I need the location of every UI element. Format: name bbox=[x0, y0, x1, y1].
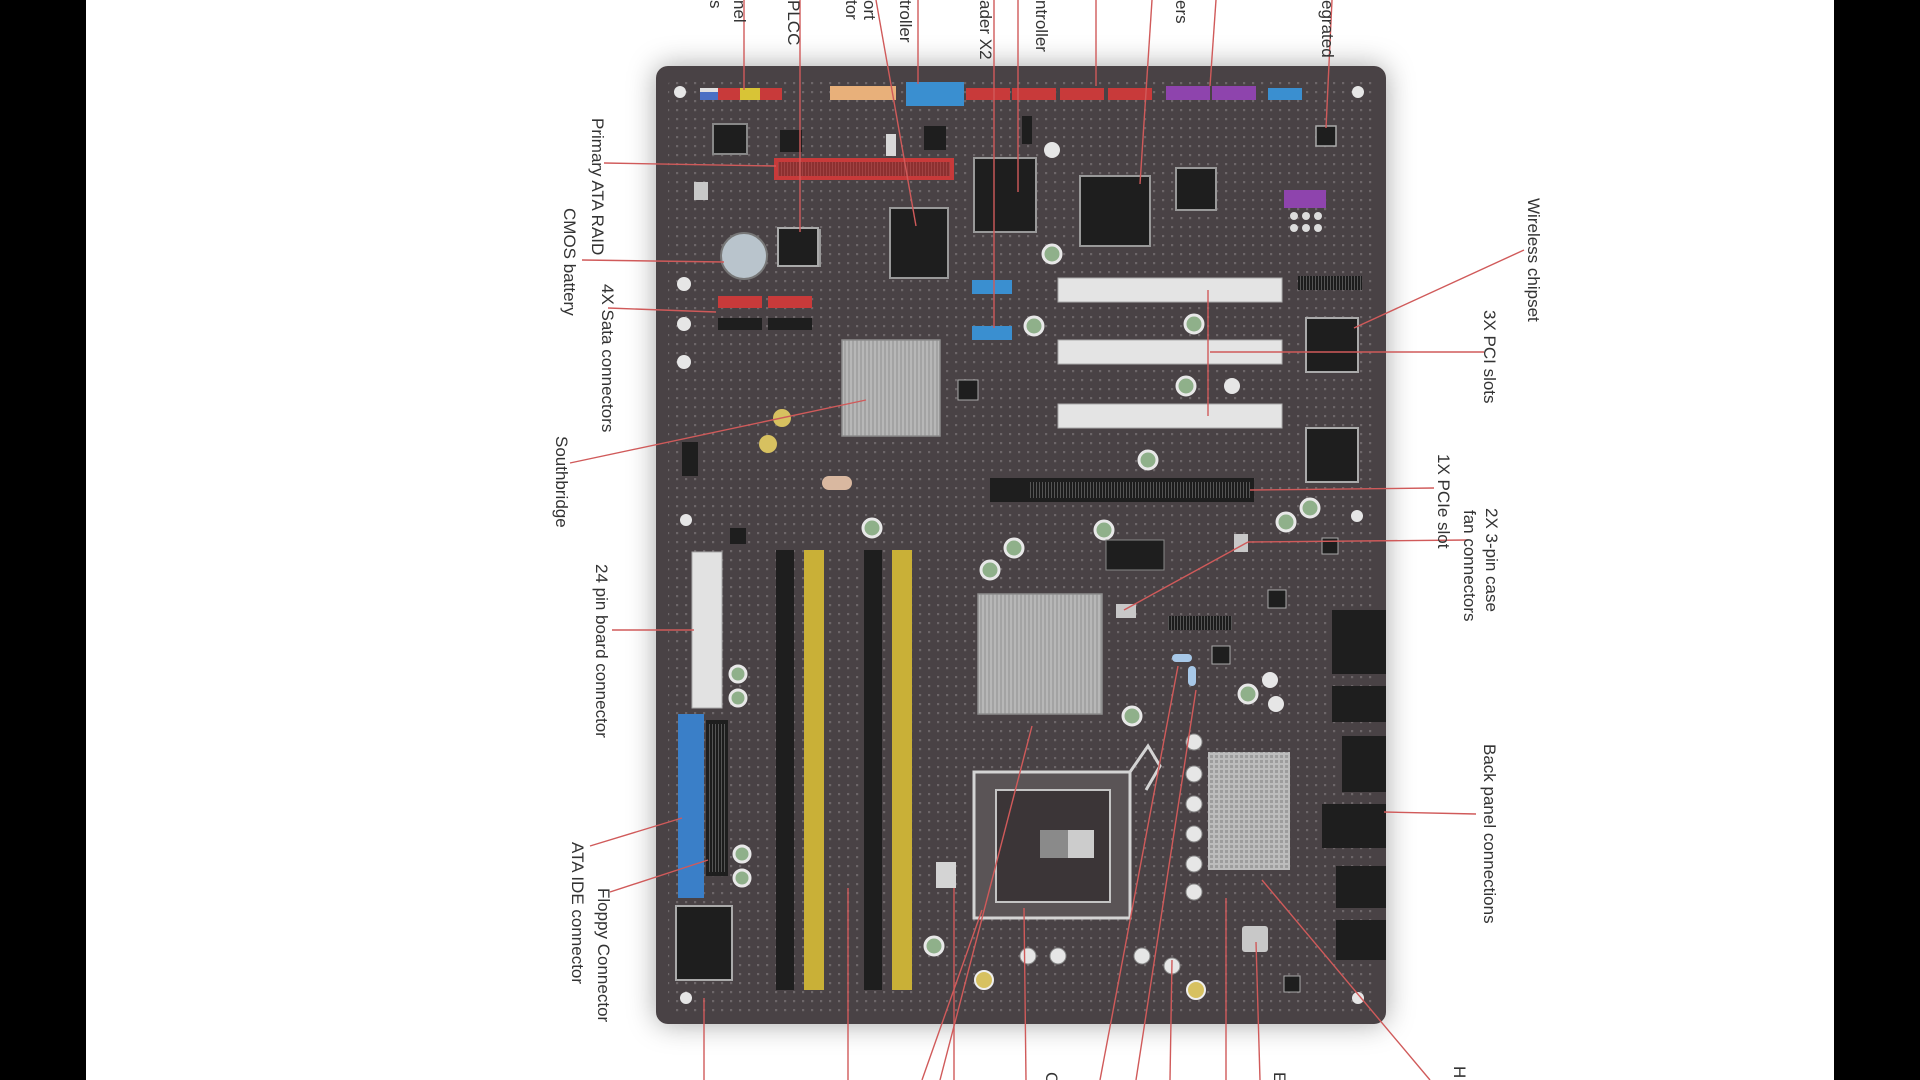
back-panel-connectors bbox=[1322, 610, 1386, 960]
pci-slots bbox=[1057, 277, 1283, 429]
fragment-top-0: s bbox=[706, 0, 725, 9]
fragment-top-7: ntroller bbox=[1032, 0, 1051, 52]
capacitors bbox=[728, 243, 1321, 957]
fragment-top-8: ers bbox=[1172, 0, 1191, 24]
fragment-top-5: troller bbox=[896, 0, 915, 43]
labels-cropped-top: s nel PLCC ort tor troller ader X2 ntrol… bbox=[706, 0, 1337, 60]
fragment-top-3: ort bbox=[860, 0, 879, 20]
fragment-top-9: egrated bbox=[1318, 0, 1337, 58]
vrm-heatsink bbox=[1208, 752, 1290, 870]
fragment-top-2: PLCC bbox=[784, 0, 803, 45]
atx-24pin-connector bbox=[691, 551, 723, 709]
labels-cropped-bottom: C E H bbox=[1042, 1066, 1469, 1080]
label-primary-ata-raid: Primary ATA RAID bbox=[588, 118, 607, 255]
bottom-left-chip bbox=[675, 905, 733, 981]
labels-right: Wireless chipset 3X PCI slots 1X PCIe sl… bbox=[1434, 198, 1543, 924]
label-southbridge: Southbridge bbox=[552, 436, 571, 528]
mounting-holes bbox=[674, 86, 1364, 1004]
label-pcie-slot: 1X PCIe slot bbox=[1434, 454, 1453, 549]
ide-connector bbox=[678, 714, 704, 898]
plcc-chip bbox=[777, 227, 819, 267]
label-wireless-chipset: Wireless chipset bbox=[1524, 198, 1543, 322]
wireless-chipset bbox=[1305, 317, 1359, 373]
fragment-bottom-2: H bbox=[1450, 1066, 1469, 1078]
fragment-bottom-1: E bbox=[1270, 1072, 1289, 1080]
top-chips bbox=[694, 116, 1362, 290]
fragment-top-6: ader X2 bbox=[976, 0, 995, 60]
label-pci-slots: 3X PCI slots bbox=[1480, 310, 1499, 404]
label-back-panel-connections: Back panel connections bbox=[1480, 744, 1499, 924]
fragment-bottom-0: C bbox=[1042, 1072, 1061, 1080]
ram-slots bbox=[776, 550, 912, 990]
cmos-battery bbox=[720, 232, 768, 280]
label-cmos-battery: CMOS battery bbox=[560, 208, 579, 316]
labels-left: Primary ATA RAID CMOS battery 4X Sata co… bbox=[552, 118, 617, 1023]
leader-lines bbox=[569, 0, 1525, 1080]
label-case-fan-line2: fan connectors bbox=[1460, 510, 1479, 622]
cpu-socket bbox=[972, 743, 1162, 920]
label-ata-ide-connector: ATA IDE connector bbox=[568, 842, 587, 984]
right-black-bar bbox=[1834, 0, 1920, 1080]
label-24pin-connector: 24 pin board connector bbox=[592, 564, 611, 738]
fragment-top-1: nel bbox=[730, 0, 749, 23]
southbridge-heatsink bbox=[841, 339, 941, 437]
top-headers bbox=[700, 82, 1302, 106]
northbridge-heatsink bbox=[977, 593, 1103, 715]
sata-connectors bbox=[718, 296, 812, 330]
label-case-fan-line1: 2X 3-pin case bbox=[1482, 508, 1501, 612]
left-black-bar bbox=[0, 0, 86, 1080]
fragment-top-4: tor bbox=[842, 0, 861, 20]
motherboard bbox=[656, 66, 1386, 1024]
label-floppy-connector: Floppy Connector bbox=[594, 888, 613, 1023]
label-sata-connectors: 4X Sata connectors bbox=[598, 284, 617, 432]
